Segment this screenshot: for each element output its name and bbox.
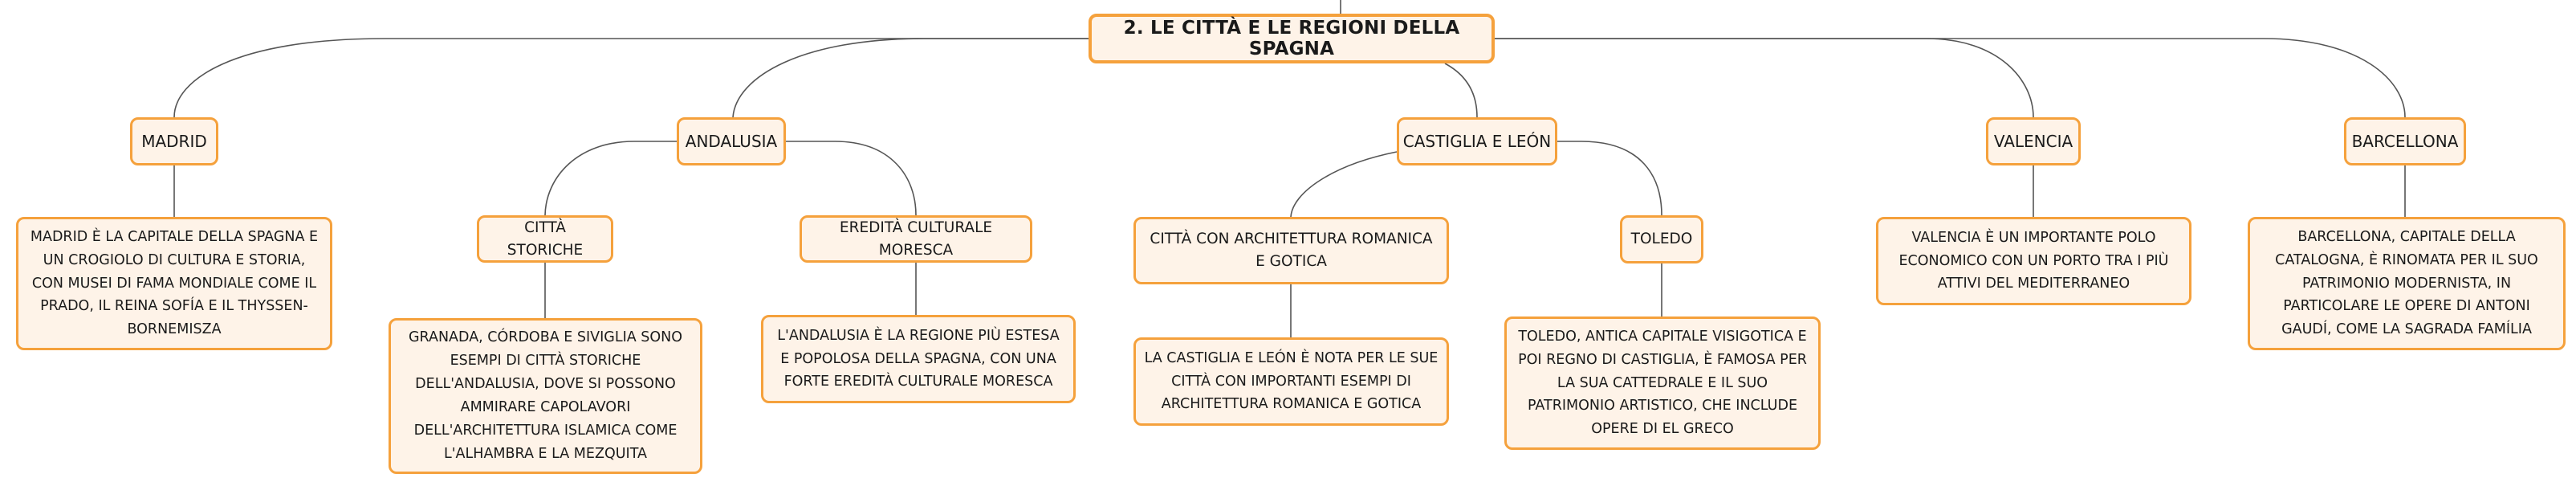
connector-castiglia-toledo (1557, 141, 1662, 216)
connector-root-andalusia (732, 38, 1089, 118)
description-node-citta-storiche[interactable]: GRANADA, CÓRDOBA E SIVIGLIA SONO ESEMPI … (389, 318, 702, 474)
topic-node-andalusia[interactable]: ANDALUSIA (677, 117, 786, 165)
subtopic-label-citta-storiche: CITTÀ STORICHE (507, 218, 584, 259)
description-text-citta-storiche: GRANADA, CÓRDOBA E SIVIGLIA SONO ESEMPI … (408, 329, 683, 462)
subtopic-node-toledo[interactable]: TOLEDO (1620, 215, 1703, 263)
description-node-eredita-moresca[interactable]: L'ANDALUSIA È LA REGIONE PIÙ ESTESA E PO… (761, 315, 1076, 403)
root-topic-label: 2. LE CITTÀ E LE REGIONI DELLA SPAGNA (1123, 18, 1460, 59)
subtopic-node-eredita-moresca[interactable]: EREDITÀ CULTURALE MORESCA (800, 215, 1032, 263)
description-text-barcellona: BARCELLONA, CAPITALE DELLA CATALOGNA, È … (2275, 228, 2538, 338)
description-text-madrid: MADRID È LA CAPITALE DELLA SPAGNA E UN C… (30, 228, 319, 338)
description-text-architettura: LA CASTIGLIA E LEÓN È NOTA PER LE SUE CI… (1144, 349, 1439, 413)
topic-label-madrid: MADRID (141, 132, 207, 151)
topic-node-valencia[interactable]: VALENCIA (1986, 117, 2081, 165)
description-node-barcellona[interactable]: BARCELLONA, CAPITALE DELLA CATALOGNA, È … (2248, 217, 2566, 350)
connector-andalusia-eredita (786, 141, 917, 216)
topic-label-barcellona: BARCELLONA (2351, 132, 2459, 151)
subtopic-label-toledo: TOLEDO (1630, 231, 1693, 248)
topic-label-valencia: VALENCIA (1993, 132, 2073, 151)
subtopic-node-architettura[interactable]: CITTÀ CON ARCHITETTURA ROMANICA E GOTICA (1133, 217, 1449, 284)
topic-label-castiglia: CASTIGLIA E LEÓN (1402, 132, 1552, 151)
connector-root-barcellona (1495, 38, 2406, 118)
description-node-madrid[interactable]: MADRID È LA CAPITALE DELLA SPAGNA E UN C… (16, 217, 332, 350)
connector-root-valencia (1495, 38, 2034, 118)
topic-node-castiglia[interactable]: CASTIGLIA E LEÓN (1397, 117, 1557, 165)
description-node-valencia[interactable]: VALENCIA È UN IMPORTANTE POLO ECONOMICO … (1876, 217, 2191, 305)
topic-node-madrid[interactable]: MADRID (130, 117, 218, 165)
connector-castiglia-architettura (1290, 151, 1398, 218)
connector-root-madrid (173, 38, 1089, 118)
description-text-toledo: TOLEDO, ANTICA CAPITALE VISIGOTICA E POI… (1518, 328, 1807, 438)
subtopic-node-citta-storiche[interactable]: CITTÀ STORICHE (477, 215, 613, 263)
description-node-architettura[interactable]: LA CASTIGLIA E LEÓN È NOTA PER LE SUE CI… (1133, 337, 1449, 426)
connector-andalusia-citta (544, 141, 677, 216)
description-text-eredita-moresca: L'ANDALUSIA È LA REGIONE PIÙ ESTESA E PO… (777, 327, 1060, 390)
root-topic-node[interactable]: 2. LE CITTÀ E LE REGIONI DELLA SPAGNA (1089, 14, 1495, 63)
connector-root-castiglia (1444, 63, 1478, 118)
description-node-toledo[interactable]: TOLEDO, ANTICA CAPITALE VISIGOTICA E POI… (1504, 317, 1821, 450)
topic-label-andalusia: ANDALUSIA (685, 132, 778, 151)
topic-node-barcellona[interactable]: BARCELLONA (2344, 117, 2466, 165)
description-text-valencia: VALENCIA È UN IMPORTANTE POLO ECONOMICO … (1898, 229, 2169, 292)
subtopic-label-architettura: CITTÀ CON ARCHITETTURA ROMANICA E GOTICA (1150, 231, 1433, 270)
subtopic-label-eredita-moresca: EREDITÀ CULTURALE MORESCA (839, 218, 993, 259)
